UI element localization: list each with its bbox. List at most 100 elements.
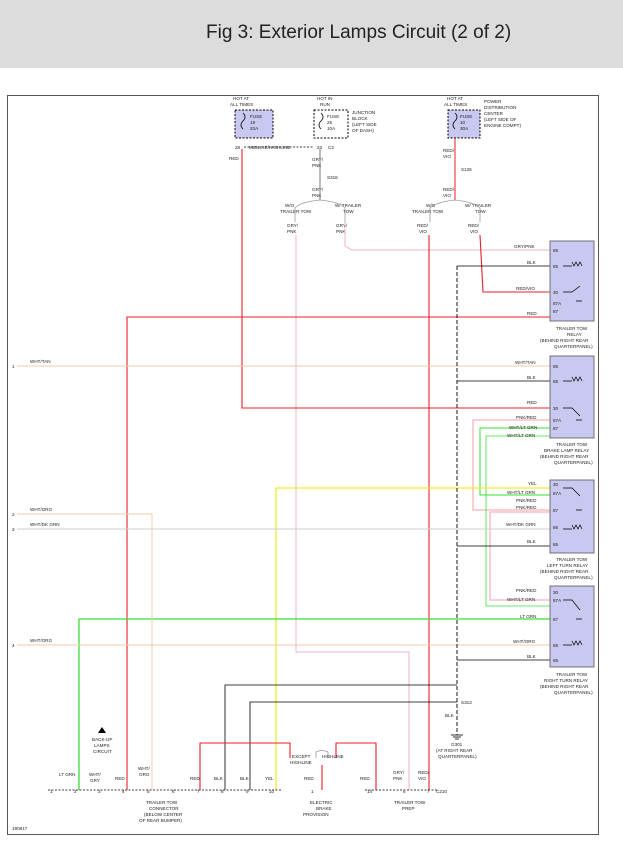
bw-blk-1: BLK (214, 776, 224, 781)
bp-6: 6 (172, 789, 175, 794)
r1-wire-30: RED/VIO (516, 286, 535, 291)
label-grypnk-2: PNK (312, 163, 322, 168)
junction-block-4: OF DASH) (352, 128, 374, 133)
r4-wire-87a: WHT/LT GRN (507, 597, 535, 602)
fuse-19-hot-2: ALL TIMES (230, 102, 253, 107)
prep-redvio-1: RED/ (418, 770, 430, 775)
brake-1: ELECTRIC (310, 800, 333, 805)
r3-pin-85: 85 (553, 542, 559, 547)
input-4-wire: WHT/ORG (30, 638, 53, 643)
label-grypnk-1: GRY/ (312, 157, 324, 162)
fuse-19-hot-1: HOT AT (233, 96, 249, 101)
r3-wire-86: WHT/DK GRN (506, 522, 536, 527)
w-tow-2-a: W/ TRAILER (465, 203, 492, 208)
conn-c2: C2 (328, 145, 334, 150)
g301-note-1: (AT RIGHT REAR (436, 748, 473, 753)
r3-name-2: LEFT TURN RELAY (547, 563, 588, 568)
label-red-top: RED (229, 156, 239, 161)
r2-name-2: BRAKE LAMP RELAY (544, 448, 589, 453)
prep-pin-14: 14 (367, 789, 373, 794)
bp-2: 2 (74, 789, 77, 794)
fuse-25-line-1: FUSE (327, 114, 339, 119)
r3-name-1: TRAILER TOW (556, 557, 588, 562)
brake-red: RED (304, 776, 314, 781)
backup-3: CIRCUIT (93, 749, 112, 754)
bp-10: 10 (269, 789, 275, 794)
r3-name-4: QUARTERPANEL) (554, 575, 593, 580)
bp-1: 1 (50, 789, 53, 794)
r4-name-1: TRAILER TOW (556, 672, 588, 677)
label-redvio-7: RED/ (468, 223, 480, 228)
r4-pin-87a: 87A (553, 598, 562, 603)
r3-name-3: (BEHIND RIGHT REAR (540, 569, 589, 574)
prep-2: PREP (402, 806, 415, 811)
prep-conn: C210 (436, 789, 447, 794)
r2-wire-30: RED (527, 400, 537, 405)
pdc-2: DISTRIBUTION (484, 105, 516, 110)
brake-pin: 1 (311, 789, 314, 794)
pdc-1: POWER (484, 99, 502, 104)
input-3-wire: WHT/DK GRN (30, 522, 60, 527)
bw-whtgry-1: WHT/ (89, 772, 101, 777)
backup-1: BACK-UP (92, 737, 112, 742)
backup-arrow-icon (98, 727, 106, 733)
r4-pin-86: 86 (553, 643, 559, 648)
w-tow-1-b: TOW (343, 209, 354, 214)
figure-header: Fig 3: Exterior Lamps Circuit (2 of 2) (0, 0, 623, 68)
r2-pin-85: 85 (553, 379, 559, 384)
conn-1: TRAILER TOW (146, 800, 178, 805)
junction-block-2: BLOCK (352, 116, 369, 121)
r3-wire-87a: WHT/LT GRN (507, 490, 535, 495)
bp-9: 9 (246, 789, 249, 794)
bp-5: 5 (147, 789, 150, 794)
input-4-num: 4 (12, 643, 15, 648)
figure-code: 190817 (12, 826, 28, 831)
label-redvio-6: VIO (419, 229, 427, 234)
fuse-19-line-1: FUSE (250, 114, 262, 119)
input-1-num: 1 (12, 364, 15, 369)
r3-wire-85: BLK (527, 539, 537, 544)
label-blk-ground: BLK (445, 713, 455, 718)
fuse-19-line-3: 20A (250, 126, 259, 131)
input-2-num: 2 (12, 512, 15, 517)
relay-trailer-tow (549, 240, 595, 322)
label-grypnk-7: GRY/ (336, 223, 348, 228)
label-redvio-5: RED/ (417, 223, 429, 228)
r2-pin-87: 87 (553, 426, 559, 431)
fuse-25-hot-2: RUN (320, 102, 330, 107)
r4-pin-85: 85 (553, 658, 559, 663)
wo-tow-1-b: TRAILER TOW (280, 209, 312, 214)
figure-title: Fig 3: Exterior Lamps Circuit (2 of 2) (206, 22, 512, 43)
r4-wire-86: WHT/ORG (513, 639, 536, 644)
r4-name-3: (BEHIND RIGHT REAR (540, 684, 589, 689)
fuse-10-line-3: 30A (460, 126, 469, 131)
g301-note-2: QUARTERPANEL) (438, 754, 477, 759)
r2-wire-85: BLK (527, 375, 537, 380)
r3-pin-87a: 87A (553, 491, 562, 496)
r3-pin-87: 87 (553, 508, 559, 513)
r1-pin-87: 87 (553, 309, 559, 314)
pin-28: 28 (235, 145, 241, 150)
label-grypnk-4: PNK (312, 193, 322, 198)
bw-whtorg-1: WHT/ (138, 766, 150, 771)
pdc-4: (LEFT SIDE OF (484, 117, 517, 122)
prep-1: TRAILER TOW (394, 800, 426, 805)
label-redvio-2: VIO (443, 154, 451, 159)
r2-wire-extra: WHT/LT GRN (507, 433, 535, 438)
junction-block-3: (LEFT SIDE (352, 122, 377, 127)
r1-name-2: RELAY (567, 332, 582, 337)
relay-left-turn (549, 479, 595, 554)
bw-blk-2: BLK (240, 776, 250, 781)
ground-icon (451, 734, 463, 740)
bw-red-1: RED (115, 776, 125, 781)
bw-yel: YEL (265, 776, 274, 781)
bw-red-2: RED (190, 776, 200, 781)
r1-pin-30: 30 (553, 290, 559, 295)
r4-wire-87: LT GRN (520, 614, 536, 619)
r1-name-1: TRAILER TOW (556, 326, 588, 331)
brake-2: BRAKE (316, 806, 332, 811)
w-tow-1-a: W/ TRAILER (335, 203, 362, 208)
bw-whtgry-2: GRY (90, 778, 100, 783)
bp-7: 7 (197, 789, 200, 794)
